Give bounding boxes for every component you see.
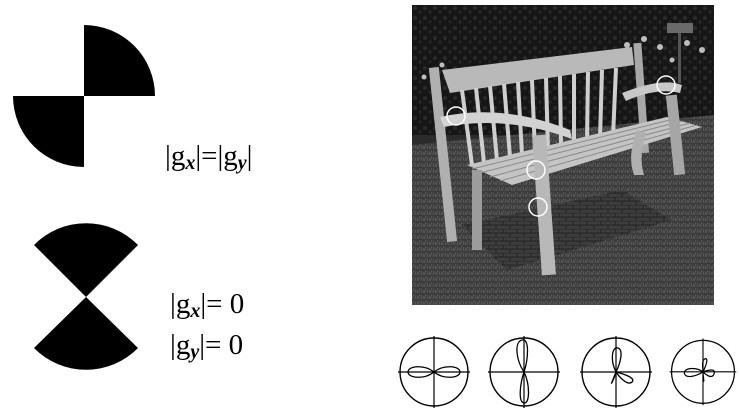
- eq-b1-value: 0: [230, 288, 245, 320]
- eq-b1-base: g: [176, 288, 191, 320]
- quadrant-pattern-icon: [0, 0, 170, 175]
- eq-top-lhs-sub: x: [185, 152, 195, 174]
- polar-plot-2: [484, 330, 564, 410]
- eq-b1-sub: x: [190, 300, 200, 322]
- eq-top-lhs-base: g: [171, 140, 186, 172]
- eq-b2-base: g: [176, 329, 191, 361]
- bowtie-pattern-icon: [0, 220, 170, 370]
- equation-gx-zero: |gx|= 0: [170, 290, 244, 321]
- eq-top-rhs-base: g: [223, 140, 238, 172]
- polar-plot-3: [576, 330, 656, 410]
- eq-b2-value: 0: [229, 329, 244, 361]
- bench-photo: [412, 5, 714, 305]
- equation-equal-gradients: |gx|=|gy|: [165, 142, 252, 173]
- polar-plot-1: [394, 330, 474, 410]
- polar-plot-4: [666, 330, 740, 410]
- eq-top-rhs-sub: y: [238, 152, 247, 174]
- eq-b2-sub: y: [190, 341, 199, 363]
- equation-gy-zero: |gy|= 0: [170, 331, 243, 362]
